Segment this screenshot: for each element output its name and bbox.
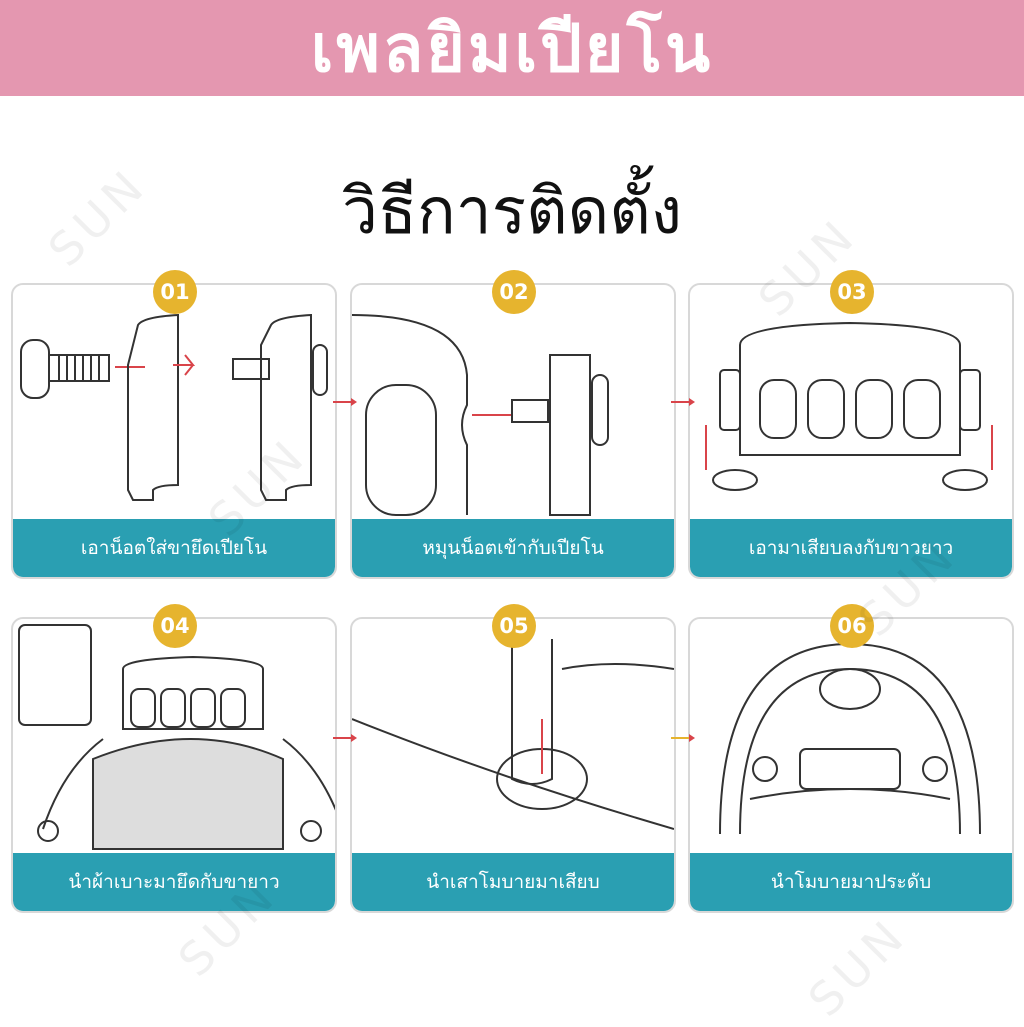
step-badge: 03 <box>830 270 874 314</box>
next-arrow-icon <box>333 398 357 406</box>
finished-gym-illustration <box>719 642 981 835</box>
step-card-5: นำเสาโมบายมาเสียบ <box>350 617 676 913</box>
step-card-2: หมุนน็อตเข้ากับเปียโน <box>350 283 676 579</box>
piano-legs-illustration <box>705 321 993 491</box>
step-badge: 06 <box>830 604 874 648</box>
step-caption: นำเสาโมบายมาเสียบ <box>352 853 674 911</box>
step-card-3: เอามาเสียบลงกับขาวยาว <box>688 283 1014 579</box>
header-title: เพลยิมเปียโน <box>310 9 714 87</box>
pole-illustration <box>352 639 674 830</box>
step-caption: นำผ้าเบาะมายึดกับขายาว <box>13 853 335 911</box>
next-arrow-icon <box>333 734 357 742</box>
step-card-1: เอาน็อตใส่ขายึดเปียโน <box>11 283 337 579</box>
next-arrow-icon <box>671 734 695 742</box>
step-card-6: นำโมบายมาประดับ <box>688 617 1014 913</box>
page-title: วิธีการติดตั้ง <box>342 175 682 249</box>
piano-bolt-illustration <box>352 314 609 516</box>
bolt-illustration <box>20 313 328 501</box>
step-badge: 01 <box>153 270 197 314</box>
next-arrow-icon <box>671 398 695 406</box>
step-badge: 04 <box>153 604 197 648</box>
step-card-4: นำผ้าเบาะมายึดกับขายาว <box>11 617 337 913</box>
watermark: SUN <box>797 907 918 1027</box>
step-badge: 05 <box>492 604 536 648</box>
step-caption: เอาน็อตใส่ขายึดเปียโน <box>13 519 335 577</box>
step-caption: หมุนน็อตเข้ากับเปียโน <box>352 519 674 577</box>
mat-illustration <box>18 624 335 850</box>
step-caption: นำโมบายมาประดับ <box>690 853 1012 911</box>
step-caption: เอามาเสียบลงกับขาวยาว <box>690 519 1012 577</box>
step-badge: 02 <box>492 270 536 314</box>
header-banner: เพลยิมเปียโน <box>0 0 1024 96</box>
